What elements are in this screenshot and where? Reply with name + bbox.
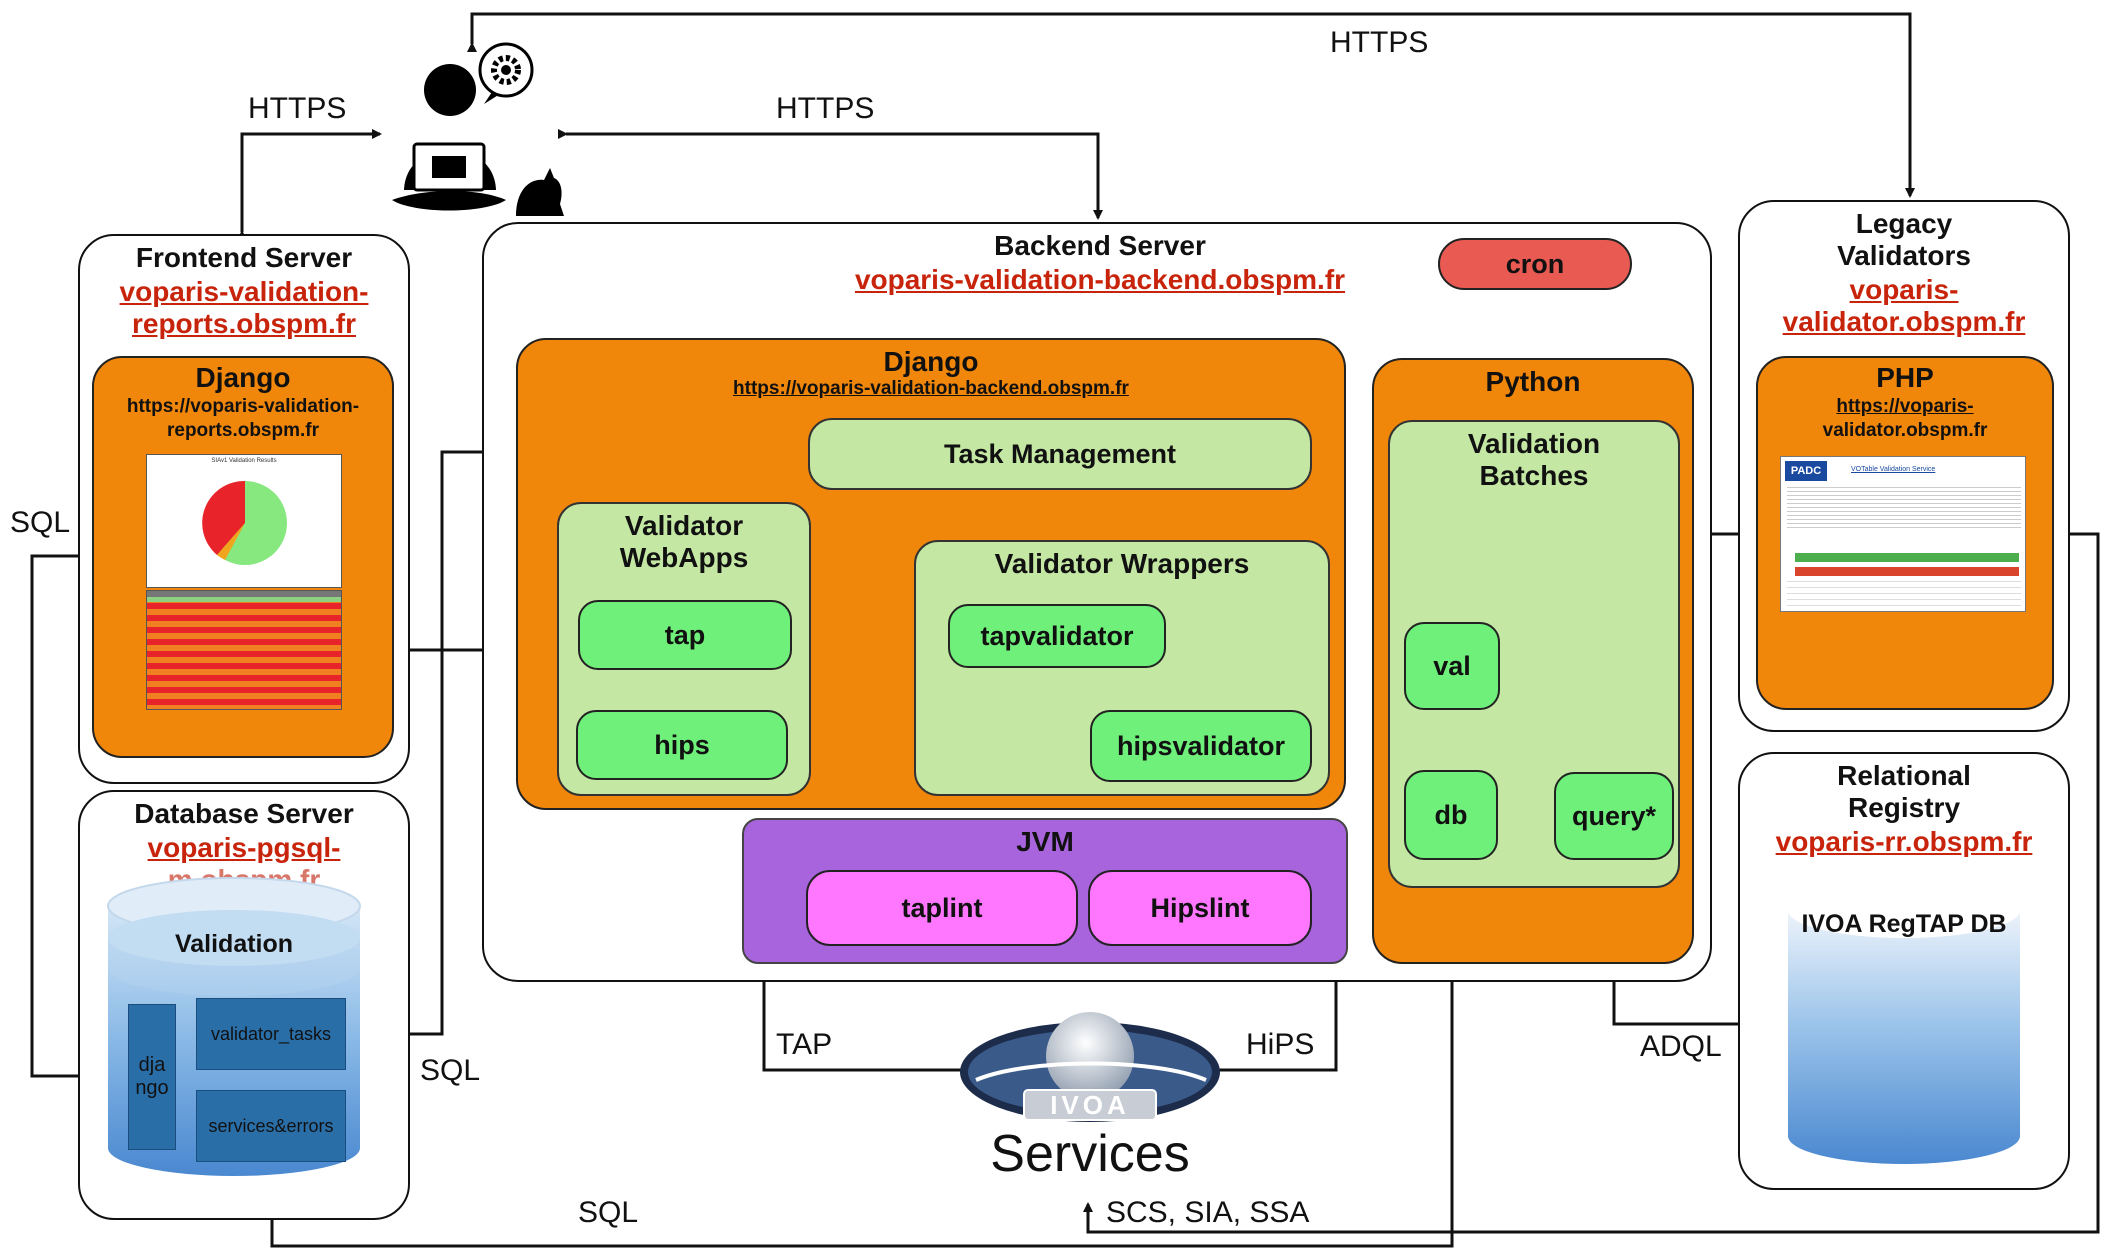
frontend-server-link-line2[interactable]: reports.obspm.fr xyxy=(131,308,357,339)
report-pie-icon xyxy=(202,480,287,565)
tap-edge-label: TAP xyxy=(776,1028,833,1061)
database-server-title: Database Server xyxy=(134,798,354,829)
https-mid-label: HTTPS xyxy=(776,92,875,125)
php-url-line1[interactable]: https://voparis- xyxy=(1836,396,1974,417)
https-backend-arrow xyxy=(558,129,1103,220)
ivoa-logo-icon: IVOA xyxy=(958,1004,1222,1134)
report-chart-thumbnail: SIAv1 Validation Results xyxy=(146,454,342,588)
validator-wrappers-title: Validator Wrappers xyxy=(994,548,1250,579)
hips-node: hips xyxy=(576,710,788,780)
hips-edge-label: HiPS xyxy=(1246,1028,1315,1061)
services-label: Services xyxy=(990,1125,1190,1183)
val-node: val xyxy=(1404,622,1500,710)
https-legacy-arrow xyxy=(467,12,1915,198)
frontend-server-link-line1[interactable]: voparis-validation- xyxy=(119,276,369,307)
report-thumb-title: SIAv1 Validation Results xyxy=(211,458,277,464)
jvm-title: JVM xyxy=(1016,826,1074,857)
legacy-title-line1: Legacy xyxy=(1855,208,1953,239)
db-node: db xyxy=(1404,770,1498,860)
tapvalidator-node: tapvalidator xyxy=(948,604,1166,668)
php-url-line2[interactable]: validator.obspm.fr xyxy=(1822,420,1988,441)
sql-db-label: SQL xyxy=(420,1054,481,1087)
padc-logo: PADC xyxy=(1785,461,1827,481)
report-table-thumbnail xyxy=(146,590,342,710)
legacy-link-line1[interactable]: voparis- xyxy=(1849,274,1959,305)
https-left-label: HTTPS xyxy=(248,92,347,125)
votable-validator-thumbnail: PADC VOTable Validation Service xyxy=(1780,456,2026,612)
query-node: query* xyxy=(1554,772,1674,860)
frontend-django-url-line1: https://voparis-validation- xyxy=(126,396,360,417)
frontend-django-url-line2: reports.obspm.fr xyxy=(166,420,320,441)
validator-webapps-title-line1: Validator xyxy=(624,510,744,541)
db-table-django-label-line1: dja xyxy=(138,1054,166,1076)
ivoa-logo-text: IVOA xyxy=(1050,1090,1130,1120)
legacy-link-line2[interactable]: validator.obspm.fr xyxy=(1782,306,2026,337)
legacy-title-line2: Validators xyxy=(1837,240,1971,271)
task-management-node: Task Management xyxy=(808,418,1312,490)
backend-django-url[interactable]: https://voparis-validation-backend.obspm… xyxy=(733,378,1129,399)
scs-sia-ssa-arrow xyxy=(1083,529,2100,1234)
https-top-label: HTTPS xyxy=(1330,26,1429,59)
https-frontend-arrow xyxy=(237,129,382,240)
php-title: PHP xyxy=(1876,362,1934,393)
validation-batches-title-line2: Batches xyxy=(1479,460,1589,491)
db-table-validator-tasks: validator_tasks xyxy=(196,998,346,1070)
registry-title-line2: Registry xyxy=(1847,792,1961,823)
scs-sia-ssa-label: SCS, SIA, SSA xyxy=(1106,1196,1310,1229)
regtap-db-cylinder xyxy=(1786,880,2022,1168)
taplint-node: taplint xyxy=(806,870,1078,946)
frontend-server-title: Frontend Server xyxy=(135,242,353,273)
python-title: Python xyxy=(1485,366,1581,397)
cron-node: cron xyxy=(1438,238,1632,290)
frontend-django-title: Django xyxy=(195,362,291,393)
validator-webapps-title-line2: WebApps xyxy=(619,542,749,573)
regtap-db-title: IVOA RegTAP DB xyxy=(1801,910,2007,938)
sql-bottom-label: SQL xyxy=(578,1196,639,1229)
backend-server-link[interactable]: voparis-validation-backend.obspm.fr xyxy=(854,264,1346,295)
db-table-django: dja ngo xyxy=(128,1004,176,1150)
registry-link[interactable]: voparis-rr.obspm.fr xyxy=(1775,826,2033,857)
hipsvalidator-node: hipsvalidator xyxy=(1090,710,1312,782)
sql-left-label: SQL xyxy=(10,506,71,539)
hipslint-node: Hipslint xyxy=(1088,870,1312,946)
votable-thumb-title: VOTable Validation Service xyxy=(1851,466,1936,473)
validation-db-title: Validation xyxy=(174,930,294,958)
db-table-django-label-line2: ngo xyxy=(135,1077,169,1099)
adql-edge-label: ADQL xyxy=(1640,1030,1722,1063)
user-icon xyxy=(384,40,566,218)
validation-batches-title-line1: Validation xyxy=(1467,428,1601,459)
backend-server-title: Backend Server xyxy=(994,230,1206,261)
registry-title-line1: Relational xyxy=(1837,760,1971,791)
tap-node: tap xyxy=(578,600,792,670)
backend-django-title: Django xyxy=(883,346,979,377)
database-server-link-line1[interactable]: voparis-pgsql- xyxy=(147,832,341,863)
db-table-services-errors: services&errors xyxy=(196,1090,346,1162)
